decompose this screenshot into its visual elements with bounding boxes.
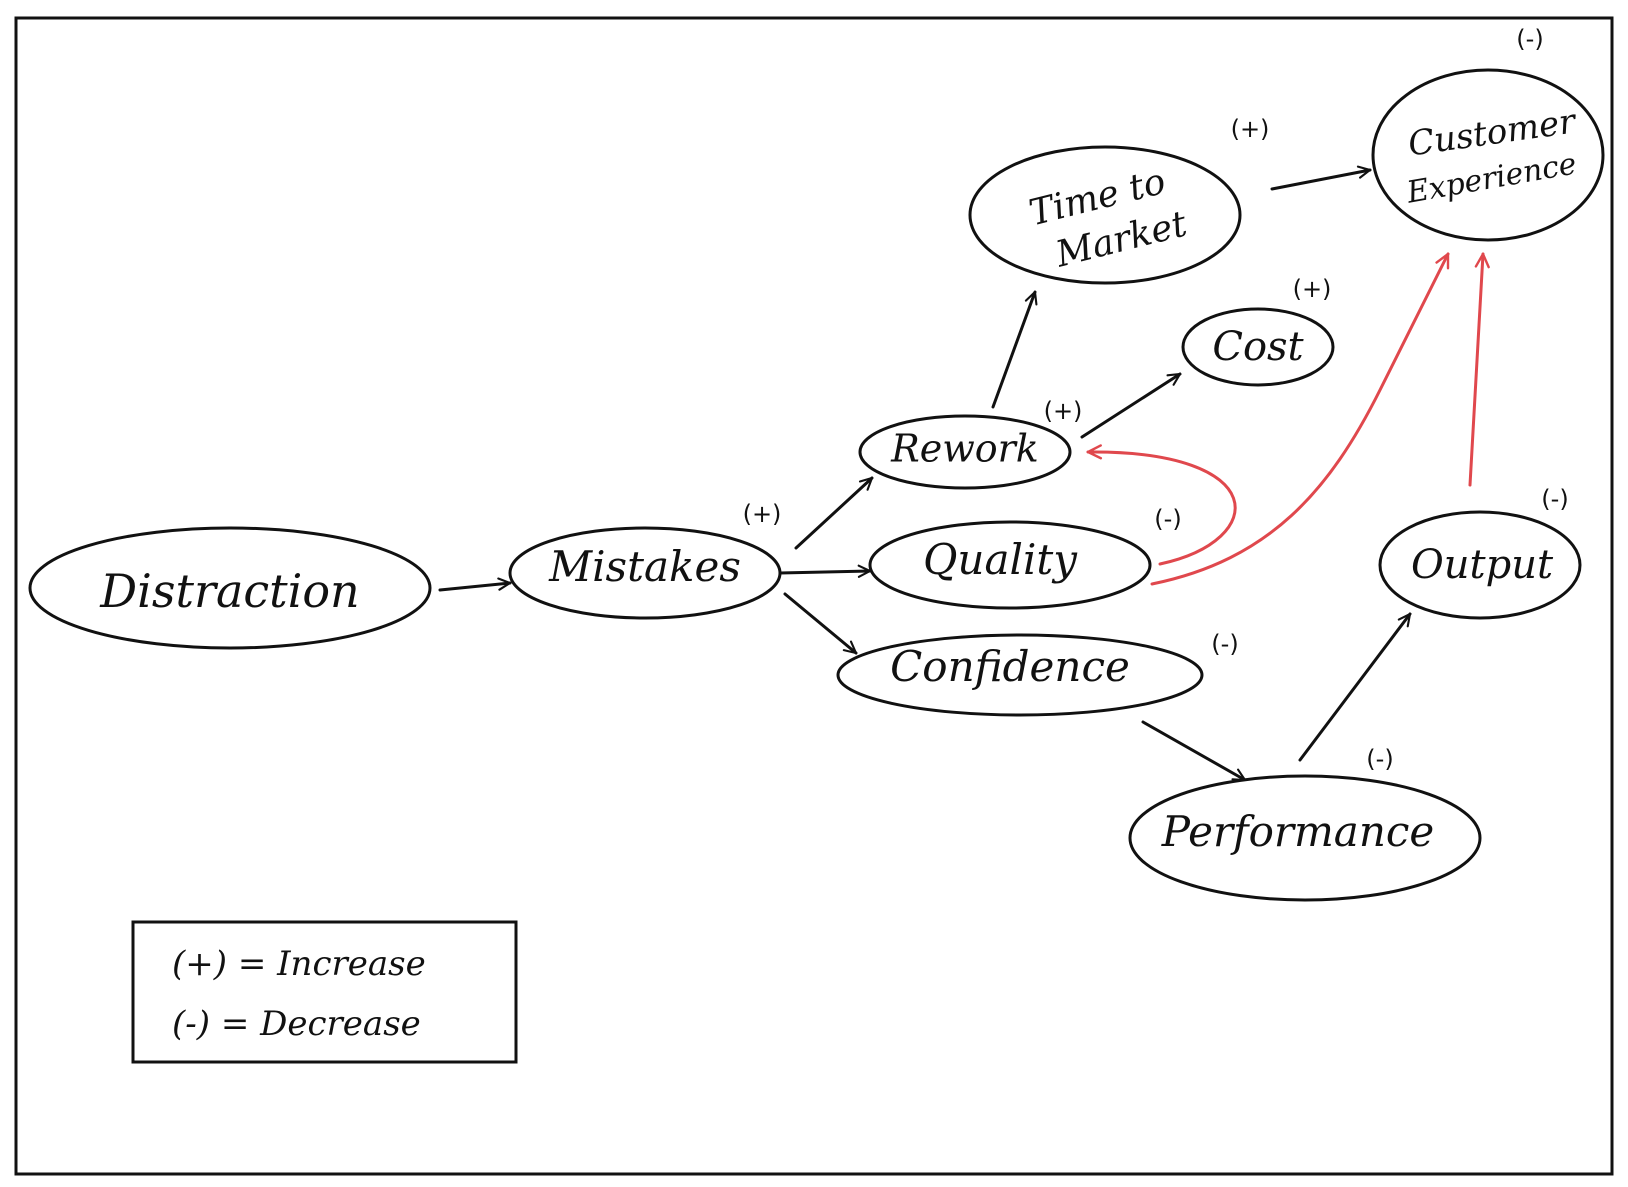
node-mistakes-label: Mistakes	[548, 542, 741, 591]
diagram-frame	[14, 16, 1614, 1176]
node-quality-label: Quality	[923, 535, 1078, 584]
edges	[438, 170, 1483, 782]
node-time-to-market: Time to Market (+)	[968, 115, 1270, 285]
node-time-to-market-sign: (+)	[1231, 115, 1270, 143]
edge-time-to-market-customer-experience	[1270, 170, 1370, 191]
node-cost: Cost (+)	[1181, 275, 1335, 387]
node-mistakes: Mistakes (+)	[508, 500, 782, 620]
node-customer-experience: Customer Experience (-)	[1371, 25, 1605, 242]
node-rework-label: Rework	[890, 427, 1039, 471]
edge-output-customer-experience-red	[1468, 254, 1483, 487]
node-output-sign: (-)	[1541, 485, 1568, 513]
node-performance-label: Performance	[1161, 807, 1435, 856]
node-output: Output (-)	[1378, 485, 1582, 620]
node-output-label: Output	[1411, 542, 1554, 588]
edge-confidence-performance	[1141, 720, 1245, 782]
edge-quality-customer-experience-red	[1150, 254, 1450, 586]
edge-rework-cost	[1080, 372, 1180, 439]
node-performance-sign: (-)	[1366, 745, 1393, 773]
node-rework-sign: (+)	[1044, 397, 1083, 425]
node-mistakes-sign: (+)	[743, 500, 782, 528]
edge-rework-time-to-market	[991, 292, 1035, 409]
legend: (+) = Increase (-) = Decrease	[131, 920, 518, 1064]
edge-distraction-mistakes	[438, 583, 510, 592]
node-confidence: Confidence (-)	[836, 630, 1239, 717]
node-distraction-label: Distraction	[99, 564, 359, 618]
node-cost-sign: (+)	[1293, 275, 1332, 303]
node-confidence-sign: (-)	[1211, 630, 1238, 658]
node-rework: Rework (+)	[858, 397, 1083, 490]
legend-box	[131, 920, 518, 1064]
node-confidence-label: Confidence	[890, 642, 1130, 691]
node-performance: Performance (-)	[1128, 745, 1482, 902]
edge-mistakes-quality	[778, 571, 870, 573]
edge-mistakes-rework	[794, 478, 872, 550]
node-distraction: Distraction	[28, 526, 432, 650]
legend-increase: (+) = Increase	[172, 944, 426, 984]
edge-performance-output	[1298, 614, 1412, 762]
node-quality-sign: (-)	[1154, 505, 1181, 533]
node-customer-experience-sign: (-)	[1516, 25, 1543, 53]
legend-decrease: (-) = Decrease	[172, 1004, 421, 1044]
node-cost-label: Cost	[1212, 324, 1304, 370]
node-quality: Quality (-)	[868, 505, 1182, 610]
edge-mistakes-confidence	[783, 592, 856, 653]
edge-quality-rework-red	[1088, 452, 1237, 566]
